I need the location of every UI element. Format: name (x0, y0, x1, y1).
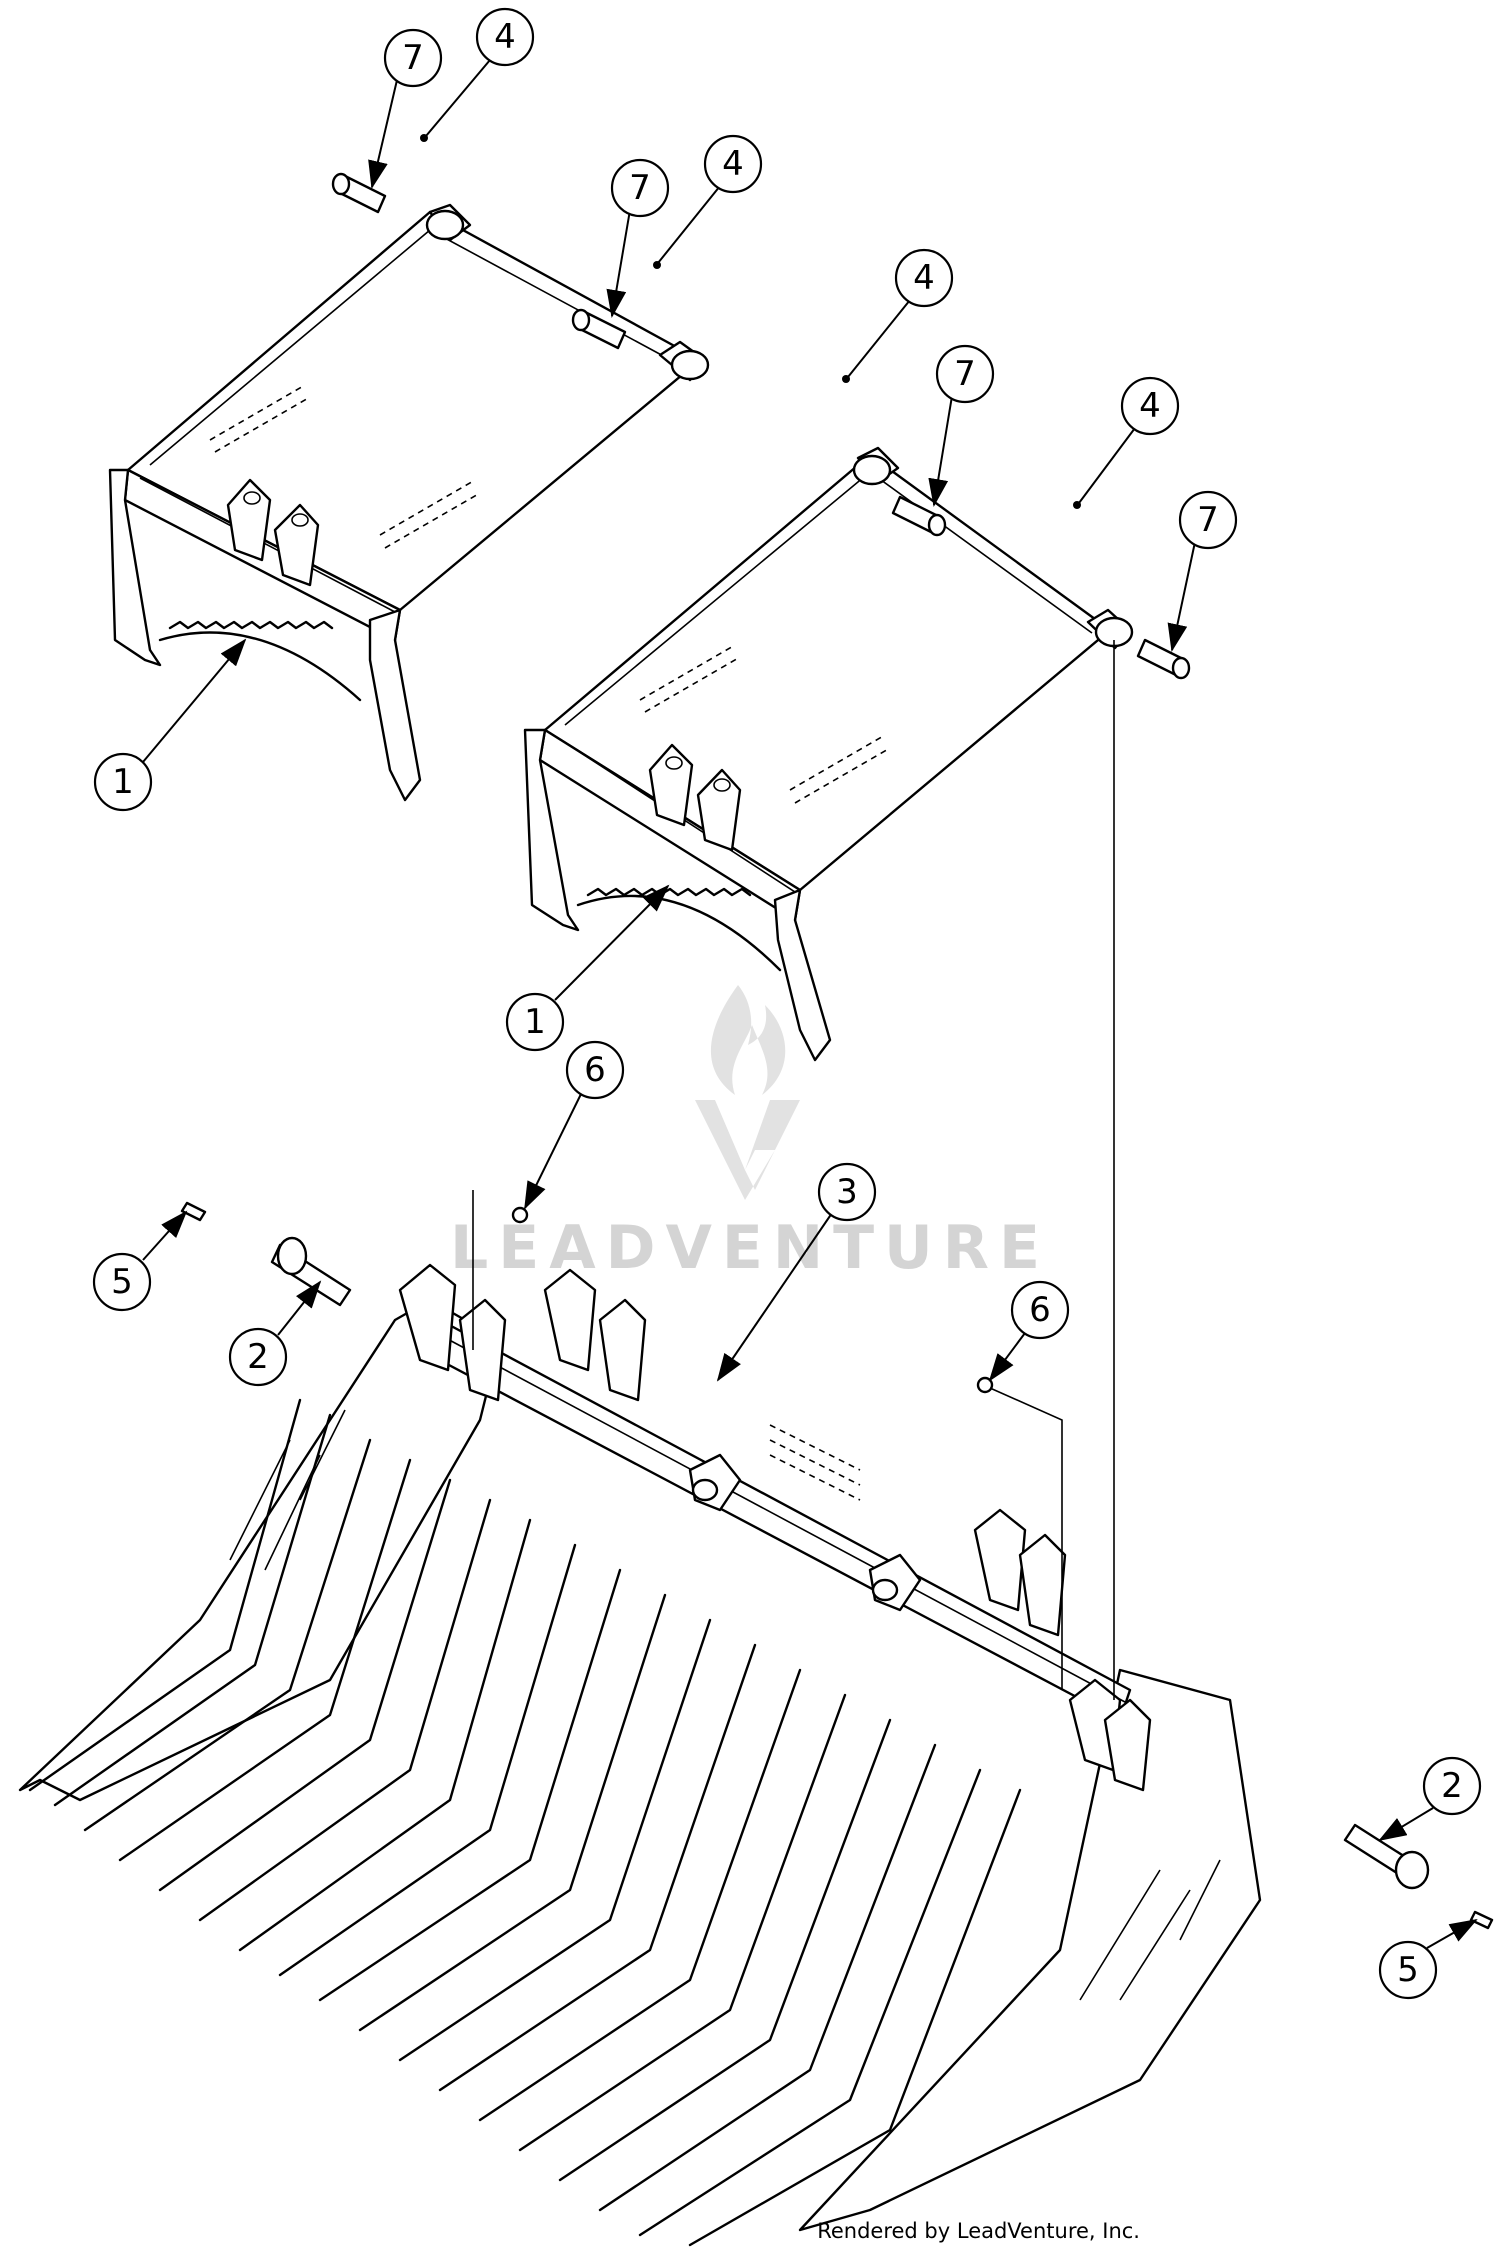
pin-7-left-b (571, 308, 627, 350)
svg-text:6: 6 (584, 1050, 606, 1090)
footer-credit: Rendered by LeadVenture, Inc. (817, 2219, 1140, 2243)
callout-2-b: 2 (1378, 1756, 1482, 1842)
pin-7-left-a (331, 172, 387, 214)
svg-text:4: 4 (1139, 386, 1161, 426)
svg-text:7: 7 (1197, 500, 1219, 540)
bucket-tines (28, 1398, 1022, 2247)
watermark-logo: LEADVENTURE (450, 985, 1050, 1283)
svg-text:2: 2 (247, 1337, 269, 1377)
callout-7-b: 7 (606, 158, 670, 318)
nut-6-left (511, 1206, 529, 1224)
svg-text:5: 5 (1397, 1950, 1419, 1990)
callout-3: 3 (716, 1162, 877, 1382)
callout-1-b: 1 (505, 884, 670, 1052)
pin-2-left (270, 1236, 352, 1307)
callout-1-a: 1 (93, 638, 247, 812)
callout-4-b: 4 (657, 134, 763, 264)
svg-text:1: 1 (524, 1002, 546, 1042)
bolt-5-left (180, 1201, 207, 1222)
nut-6-right (976, 1376, 994, 1394)
callout-4-a: 4 (425, 7, 535, 137)
quick-attach-plate-left (108, 172, 710, 802)
watermark-text: LEADVENTURE (450, 1213, 1050, 1283)
callout-7-c: 7 (928, 344, 995, 507)
svg-text:2: 2 (1441, 1766, 1463, 1806)
quick-attach-plate-right (523, 446, 1191, 1062)
pin-7-right-b (1136, 638, 1191, 680)
callout-7-a: 7 (368, 28, 443, 189)
callout-6-a: 6 (524, 1040, 625, 1210)
svg-text:1: 1 (112, 762, 134, 802)
pin-2-right (1343, 1823, 1430, 1890)
callout-7-d: 7 (1167, 490, 1238, 652)
svg-text:7: 7 (402, 38, 424, 78)
svg-text:4: 4 (913, 258, 935, 298)
callout-4-d: 4 (1078, 376, 1180, 504)
callout-6-b: 6 (988, 1280, 1070, 1382)
callout-2-a: 2 (228, 1280, 322, 1387)
svg-text:5: 5 (111, 1262, 133, 1302)
callout-4-c: 4 (847, 248, 954, 378)
svg-text:4: 4 (494, 17, 516, 57)
svg-text:3: 3 (836, 1172, 858, 1212)
callout-5-b: 5 (1378, 1919, 1478, 2000)
callout-5-a: 5 (92, 1210, 188, 1312)
svg-text:4: 4 (722, 144, 744, 184)
callouts: 7 4 7 4 4 7 4 (92, 7, 1482, 2000)
svg-text:7: 7 (954, 354, 976, 394)
rock-bucket (18, 1201, 1494, 2247)
svg-text:7: 7 (629, 168, 651, 208)
bolt-5-right (1469, 1910, 1494, 1930)
svg-text:6: 6 (1029, 1290, 1051, 1330)
pin-7-right-a (891, 495, 947, 537)
